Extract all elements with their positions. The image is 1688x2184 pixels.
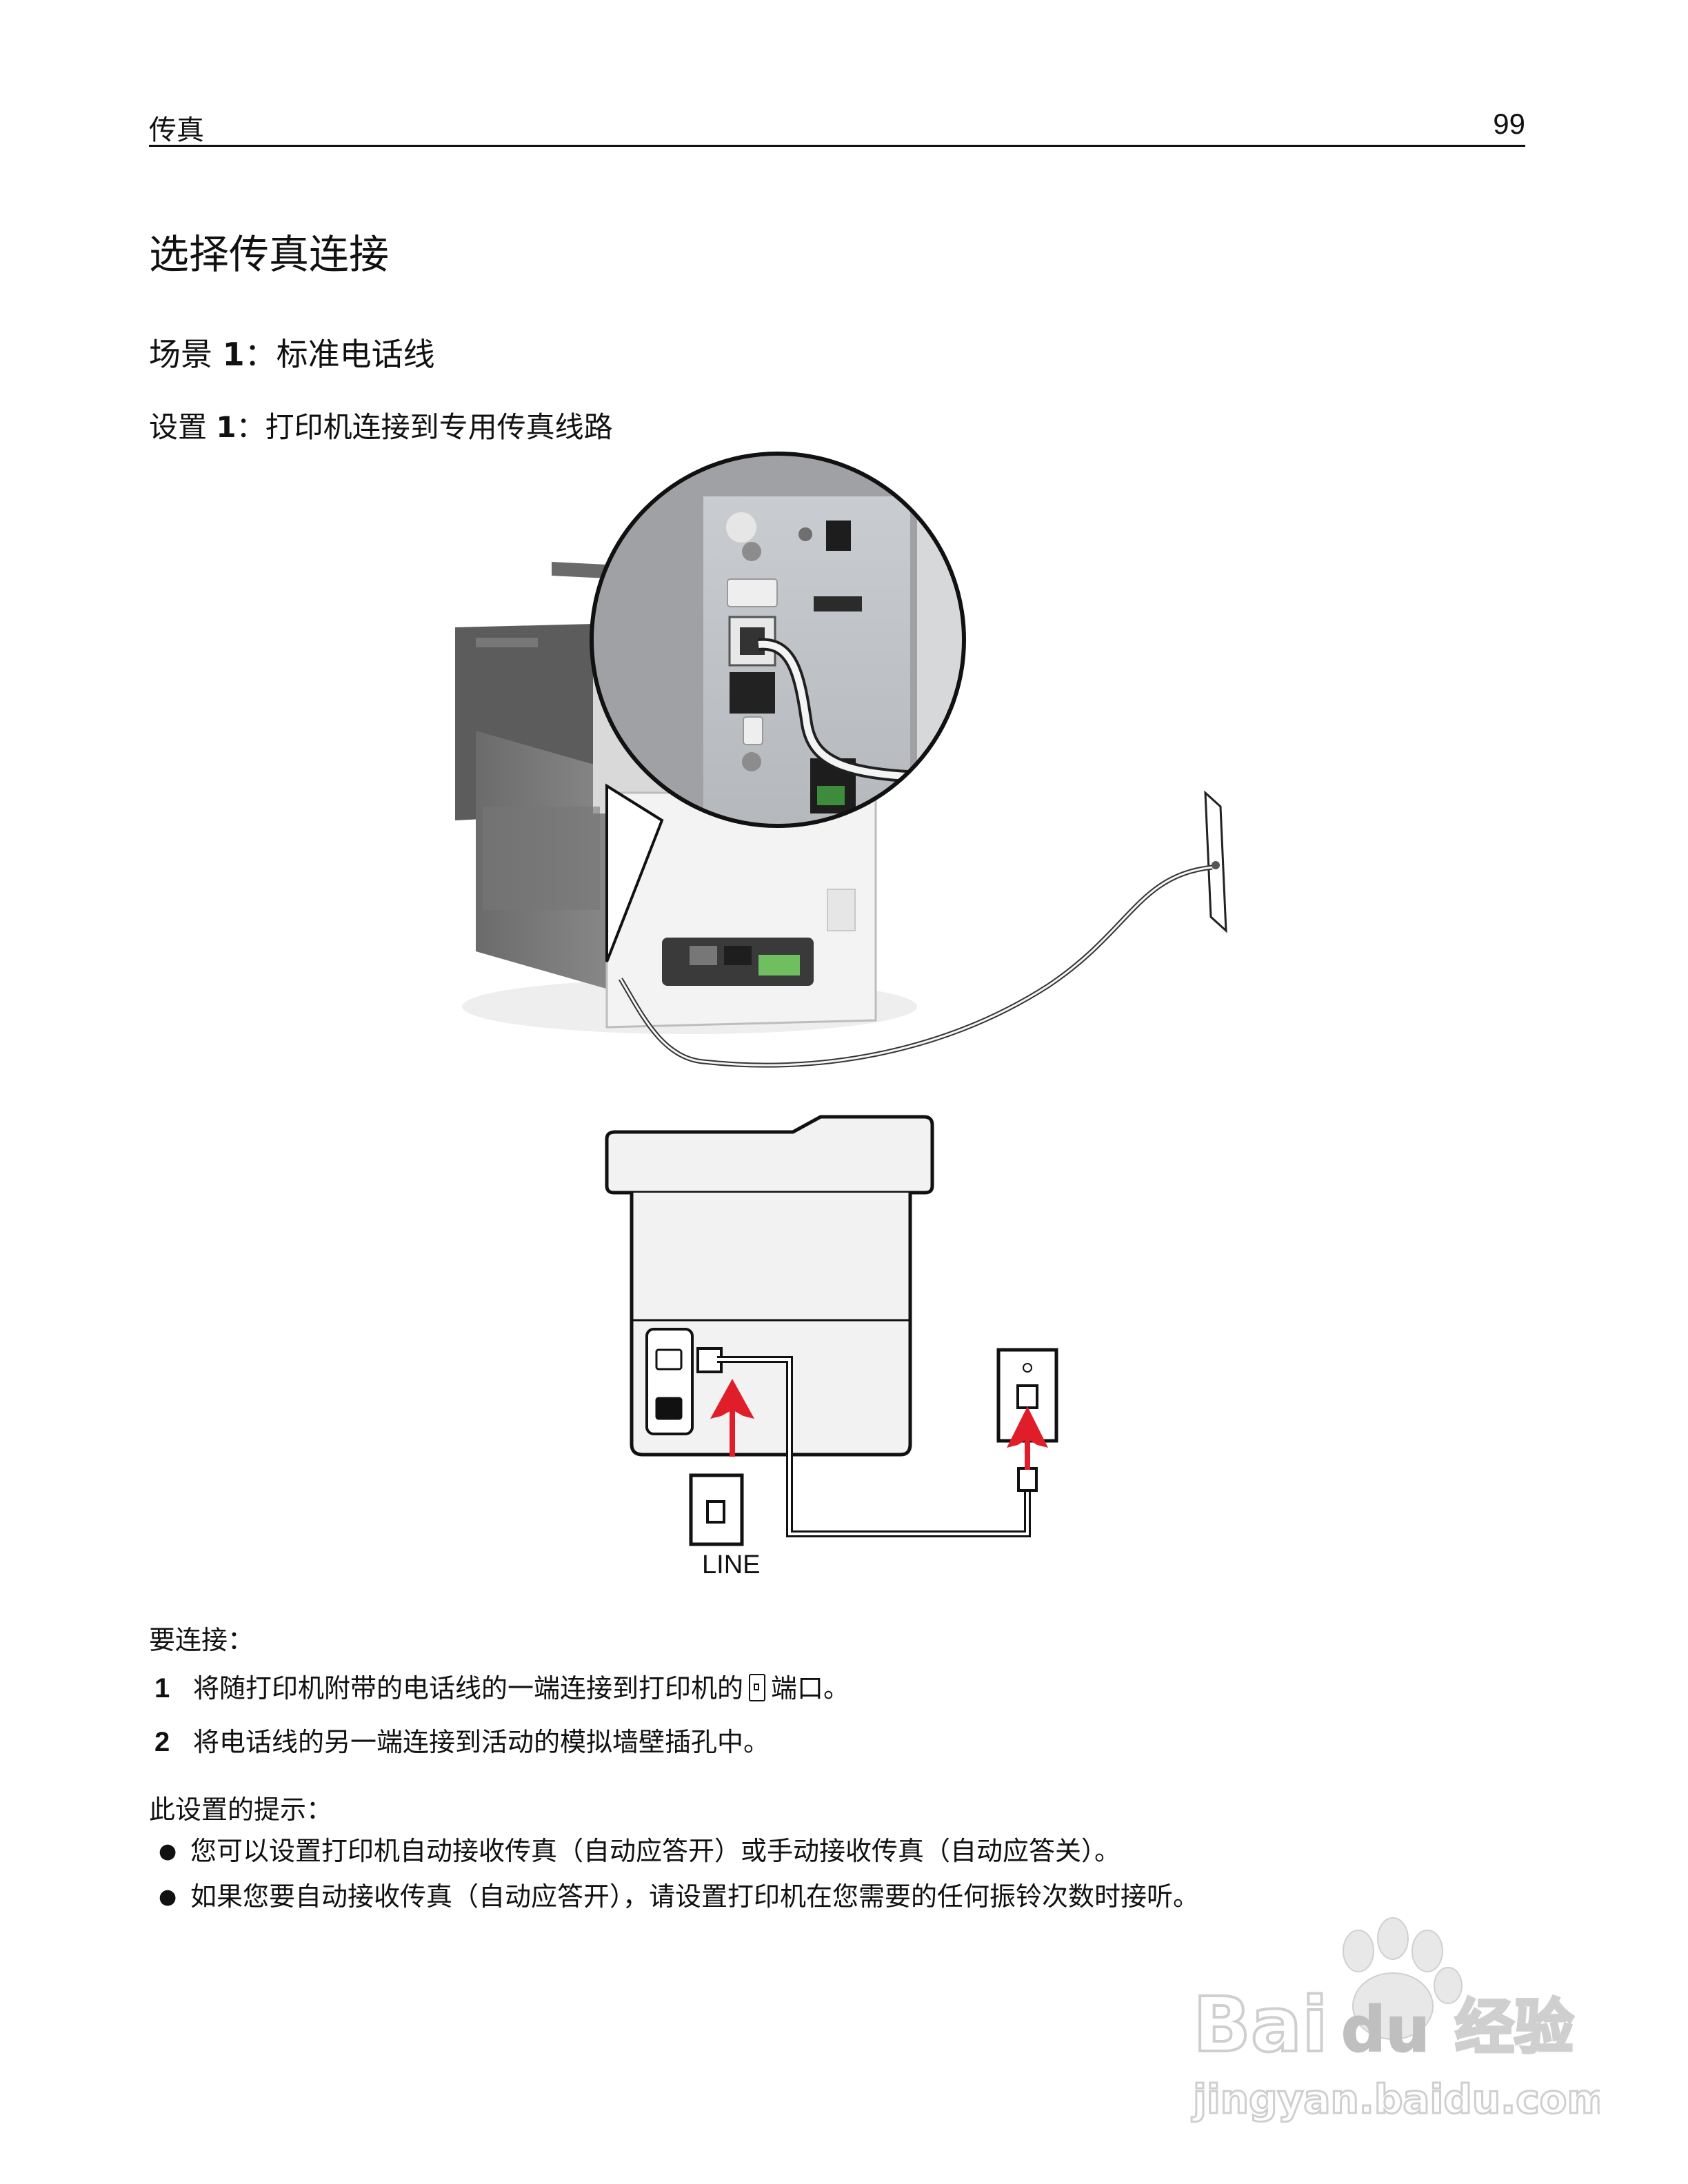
header-page-number: 99 [1493, 108, 1525, 140]
setup-heading: 设置 1：打印机连接到专用传真线路 [149, 404, 613, 446]
step-2: 2 将电话线的另一端连接到活动的模拟墙壁插孔中。 [154, 1721, 770, 1759]
step-2-text: 将电话线的另一端连接到活动的模拟墙壁插孔中。 [193, 1727, 770, 1757]
diagram-printer-top [605, 1115, 934, 1195]
line-port-icon [749, 1674, 766, 1701]
diagram-line-jack [689, 1473, 744, 1546]
scenario-number: 1 [222, 336, 245, 373]
tip-1: ● 您可以设置打印机自动接收传真（自动应答开）或手动接收传真（自动应答关）。 [159, 1830, 1121, 1868]
bullet-icon: ● [159, 1839, 177, 1863]
step-2-number: 2 [154, 1727, 170, 1757]
setup-suffix: ：打印机连接到专用传真线路 [236, 410, 613, 444]
diagram-cable-plug [1017, 1467, 1038, 1492]
baidu-jingyan-watermark: Bai du 经验 jingyan.baidu.com [1191, 1917, 1600, 2124]
step-1-text-before: 将随打印机附带的电话线的一端连接到打印机的 [193, 1673, 744, 1703]
arrow-to-wall-jack [1007, 1406, 1048, 1448]
arrow-to-printer-port [710, 1379, 754, 1419]
scenario-heading: 场景 1：标准电话线 [149, 330, 435, 375]
tip-1-text: 您可以设置打印机自动接收传真（自动应答开）或手动接收传真（自动应答关）。 [190, 1836, 1121, 1866]
header-section-title: 传真 [149, 114, 204, 146]
connection-diagram [605, 1115, 1058, 1546]
tip-2: ● 如果您要自动接收传真（自动应答开），请设置打印机在您需要的任何振铃次数时接听。 [159, 1875, 1199, 1913]
wall-jack-photo [618, 790, 1227, 1068]
page-header: 传真 99 [149, 103, 1525, 147]
callout-pointer [605, 783, 664, 962]
diagram-port-filled [655, 1397, 683, 1420]
step-1-text-after: 端口。 [771, 1673, 850, 1703]
page-title: 选择传真连接 [149, 231, 390, 278]
step-1: 1 将随打印机附带的电话线的一端连接到打印机的端口。 [154, 1667, 850, 1705]
setup-prefix: 设置 [149, 410, 217, 444]
watermark-brand-b: du [1341, 1994, 1430, 2066]
bullet-icon: ● [159, 1885, 177, 1909]
watermark-url: jingyan.baidu.com [1192, 2076, 1600, 2123]
tip-2-text: 如果您要自动接收传真（自动应答开），请设置打印机在您需要的任何振铃次数时接听。 [190, 1881, 1200, 1912]
connect-title: 要连接： [149, 1625, 254, 1655]
diagram-line-label: LINE [702, 1550, 760, 1579]
watermark-brand-c: 经验 [1455, 1993, 1574, 2062]
scenario-suffix: ：标准电话线 [244, 336, 435, 373]
red-arrows [710, 1379, 1048, 1470]
setup-number: 1 [216, 410, 237, 444]
tips-title: 此设置的提示： [149, 1794, 333, 1825]
diagram-port-outline [655, 1348, 683, 1371]
scenario-prefix: 场景 [149, 336, 223, 373]
watermark-brand-a: Bai [1193, 1981, 1328, 2069]
step-1-number: 1 [154, 1673, 170, 1703]
diagram-printer-body [630, 1193, 912, 1457]
